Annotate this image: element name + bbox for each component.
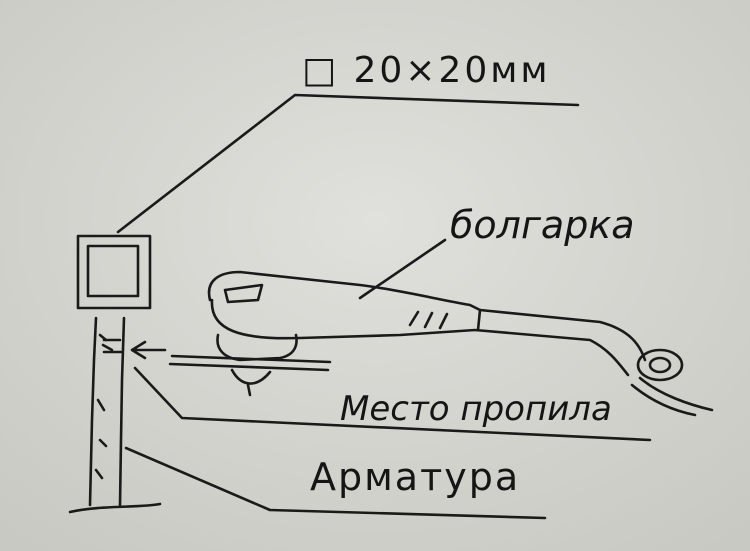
- grinder-leader-line: [358, 238, 447, 300]
- profile-size-label: □ 20×20мм: [302, 50, 551, 91]
- rebar: [68, 316, 162, 514]
- rebar-label: Арматура: [310, 455, 520, 499]
- profile-leader-line: [116, 93, 580, 234]
- cut-leader-line: [133, 366, 652, 442]
- square-tube: [76, 234, 152, 310]
- cut-mark: [102, 338, 124, 354]
- rebar-leader-line: [124, 446, 547, 520]
- cut-arrow: [130, 340, 167, 360]
- cut-place-label: Место пропила: [340, 389, 612, 429]
- angle-grinder: [168, 270, 714, 417]
- grinder-label: болгарка: [450, 203, 635, 247]
